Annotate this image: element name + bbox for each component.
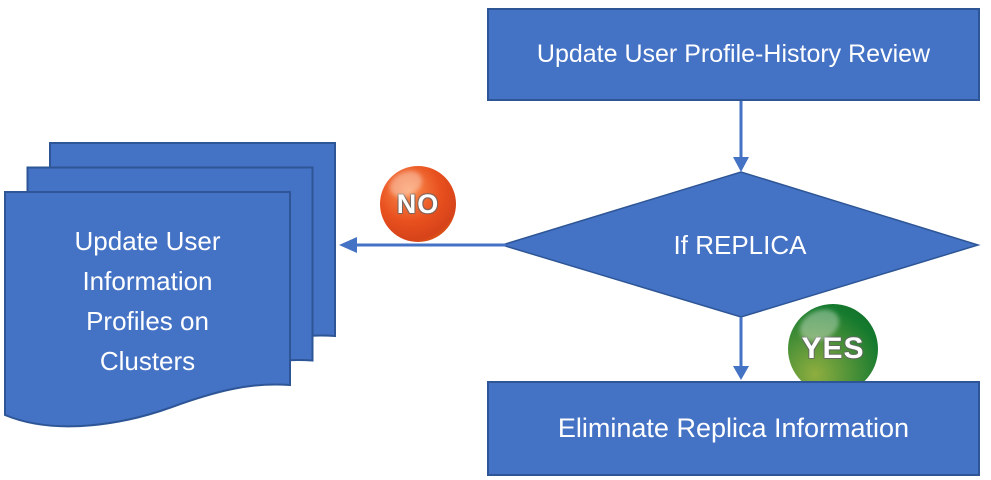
yes-branch-badge: YES — [788, 304, 878, 394]
multidocument-label: Update User Information Profiles on Clus… — [20, 221, 275, 381]
process-update-profile-history: Update User Profile-History Review — [487, 8, 980, 101]
decision-diamond-shape — [499, 171, 981, 318]
decision-if-replica-label: If REPLICA — [673, 230, 807, 260]
process-eliminate-replica: Eliminate Replica Information — [487, 381, 980, 476]
arrow-top-to-decision-head — [733, 157, 749, 172]
process-update-profile-history-label: Update User Profile-History Review — [536, 40, 931, 68]
multidocument-label-line-3: Profiles on — [86, 306, 209, 336]
process-eliminate-replica-label: Eliminate Replica Information — [557, 413, 910, 443]
multidocument-label-line-2: Information — [82, 266, 213, 296]
multidocument-label-line-1: Update User — [74, 226, 221, 256]
arrow-decision-to-documents-head — [339, 237, 357, 253]
multidocument-label-line-4: Clusters — [99, 346, 196, 376]
document-shape-front — [4, 191, 291, 428]
arrow-decision-to-eliminate-head — [733, 366, 749, 380]
no-branch-badge: NO — [380, 166, 456, 242]
